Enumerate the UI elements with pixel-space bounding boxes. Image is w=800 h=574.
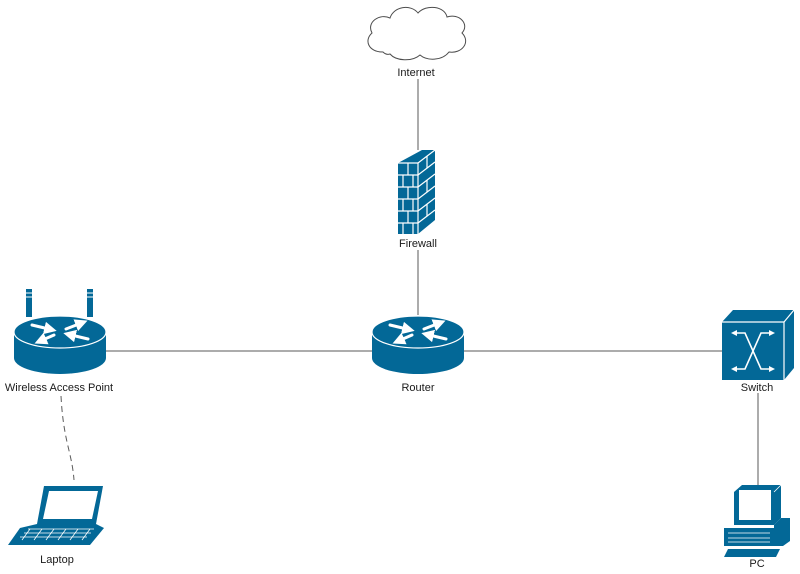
node-label-wap: Wireless Access Point (5, 382, 113, 394)
node-firewall[interactable]: Firewall (398, 149, 437, 250)
link-wap-laptop-wireless (60, 395, 75, 481)
node-pc[interactable]: PC (724, 484, 790, 570)
connections (60, 79, 759, 485)
node-laptop[interactable]: Laptop (8, 486, 104, 566)
laptop-icon (8, 486, 104, 545)
node-label-laptop: Laptop (40, 554, 74, 566)
node-internet[interactable]: Internet (367, 6, 467, 79)
cloud-icon (367, 6, 467, 61)
node-label-switch: Switch (741, 382, 773, 394)
node-label-pc: PC (749, 558, 764, 570)
node-switch[interactable]: Switch (722, 309, 795, 394)
node-wap[interactable]: Wireless Access Point (5, 289, 113, 394)
firewall-icon (398, 149, 436, 234)
pc-icon (724, 484, 790, 557)
node-label-router: Router (401, 382, 434, 394)
node-label-internet: Internet (397, 67, 434, 79)
node-router[interactable]: Router (371, 315, 465, 394)
wireless-router-icon (13, 289, 107, 374)
node-label-firewall: Firewall (399, 238, 437, 250)
switch-icon (722, 309, 795, 380)
router-icon (371, 315, 465, 374)
